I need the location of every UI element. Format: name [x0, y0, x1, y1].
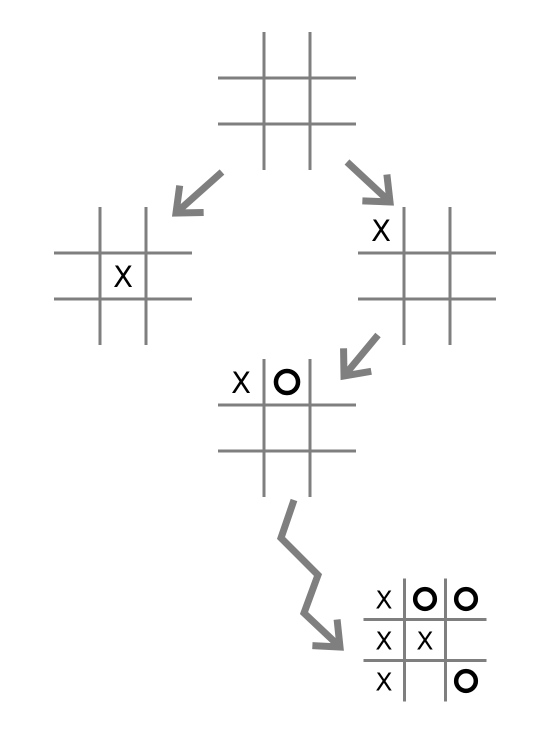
x-mark: X	[375, 627, 392, 656]
x-mark: X	[375, 586, 392, 615]
board-x-corner: X	[358, 207, 496, 345]
arrow-empty-to-x-corner	[344, 159, 394, 206]
o-mark	[273, 368, 301, 396]
o-mark	[453, 668, 479, 694]
o-mark	[453, 586, 479, 612]
board-empty	[218, 32, 356, 170]
arrow-x-corner-o-edge-to-final	[276, 498, 344, 651]
board-x-corner-o-edge: X	[218, 359, 356, 497]
x-mark: X	[375, 668, 392, 697]
x-mark: X	[231, 366, 251, 400]
board-x-center: X	[54, 207, 192, 345]
x-mark: X	[371, 214, 391, 248]
arrow-empty-to-x-center	[171, 169, 225, 217]
arrows	[171, 159, 394, 651]
x-mark: X	[416, 627, 433, 656]
x-mark: X	[113, 260, 133, 294]
arrow-x-corner-to-x-corner-o-edge	[340, 332, 381, 381]
o-mark	[412, 586, 438, 612]
